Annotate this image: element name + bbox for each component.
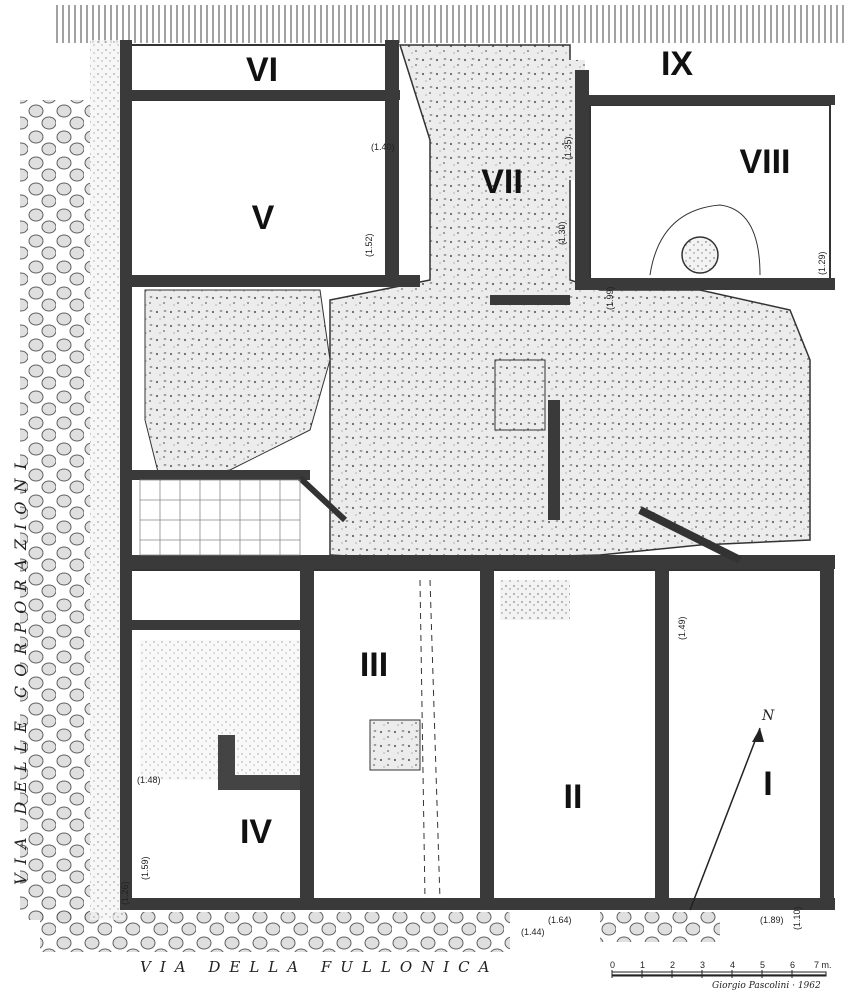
elevation-label: (1.49) (677, 616, 687, 640)
scale-tick-label: 4 (730, 960, 735, 970)
elevation-label: (1.89) (760, 915, 784, 925)
room-label-IX: IX (661, 45, 693, 83)
room-label-V: V (252, 199, 275, 237)
elevation-label: (1.40) (371, 142, 395, 152)
room-I (659, 569, 833, 906)
rubble-area-west (144, 289, 331, 481)
scale-tick-label: 0 (610, 960, 615, 970)
drain-east (638, 506, 742, 564)
room-label-VII: VII (481, 163, 523, 201)
dashed-line-2 (419, 579, 426, 901)
scale-tick-label: 3 (700, 960, 705, 970)
signature: Giorgio Pascolini · 1962 (712, 981, 821, 991)
elevation-label: (1.59) (140, 856, 150, 880)
south-cobblestones-2 (600, 912, 720, 942)
elevation-label: (1.44) (521, 927, 545, 937)
north-arrow (689, 727, 761, 911)
west-cobblestones (20, 100, 90, 920)
dashed-line (429, 579, 441, 901)
elevation-label: (1.10) (792, 906, 802, 930)
room-label-VI: VI (246, 51, 278, 89)
scale-tick-label: 5 (760, 960, 765, 970)
elevation-label: (1.64) (548, 915, 572, 925)
north-arrow-head (752, 728, 764, 742)
scale-tick-label: 1 (640, 960, 645, 970)
circular-basin (681, 236, 719, 274)
elevation-label: (1.29) (817, 251, 827, 275)
room-IV-anteroom (124, 569, 306, 626)
street-west: VIA DELLE CORPORAZIONI (11, 454, 30, 885)
scale-tick-label: 2 (670, 960, 675, 970)
tile-grid (139, 479, 301, 556)
room-label-IV: IV (240, 813, 272, 851)
scale-tick-label: 6 (790, 960, 795, 970)
room-V (124, 99, 396, 281)
floor-patch-3 (494, 359, 546, 431)
curved-feature (649, 204, 761, 276)
north-vegetation (55, 5, 845, 43)
L-wall-room-IV (218, 735, 300, 790)
scale-unit: 7 m. (814, 960, 832, 970)
drain-west (297, 475, 348, 523)
scale-bar: 0 1 2 3 4 5 6 (610, 960, 827, 978)
north-label: N (761, 708, 775, 724)
floor-patch-2 (500, 580, 570, 620)
elevation-label: (1.26) (120, 881, 130, 905)
elevation-label: (1.48) (137, 775, 161, 785)
elevation-label: (1.30) (557, 221, 567, 245)
elevation-label: (1.52) (364, 233, 374, 257)
room-label-III: III (360, 646, 388, 684)
elevation-label: (1.99) (605, 286, 615, 310)
altar-base (369, 719, 421, 771)
room-II (489, 569, 661, 906)
room-label-VIII: VIII (739, 143, 790, 181)
elevation-marks: (1.89) (1.64) (1.44) (1.52) (1.30) (1.40… (120, 136, 827, 937)
sidewalk (90, 40, 125, 920)
walls (120, 40, 835, 910)
room-label-II: II (564, 778, 583, 816)
street-south: VIA DELLA FULLONICA (140, 958, 499, 976)
elevation-label: (1.35) (563, 136, 573, 160)
room-label-I: I (763, 765, 772, 803)
